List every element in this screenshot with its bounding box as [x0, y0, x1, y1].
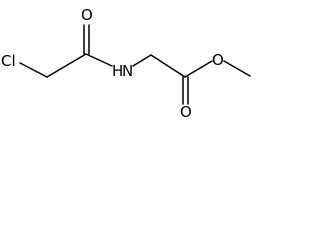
ester-carbonyl-oxygen-label: O — [180, 103, 192, 118]
amide-hydrogen-label: H — [112, 62, 123, 80]
amide-oxygen-label: O — [81, 6, 93, 24]
chemical-structure: Cl O H N O O — [1, 6, 251, 118]
bond-amide-carbon-nitrogen — [85, 53, 113, 67]
bond-ch2-amide-carbon — [46, 53, 87, 78]
bond-oxygen-methyl — [223, 60, 251, 77]
chlorine-atom-label: Cl — [1, 52, 16, 70]
bond-cl-ch2 — [19, 62, 48, 78]
bond-ch2-ester-carbon — [150, 54, 186, 78]
bond-nitrogen-ch2 — [132, 54, 152, 67]
bond-ester-carbon-oxygen — [184, 60, 213, 78]
amide-nitrogen-label: N — [122, 62, 133, 80]
ester-ether-oxygen-label: O — [212, 51, 224, 69]
